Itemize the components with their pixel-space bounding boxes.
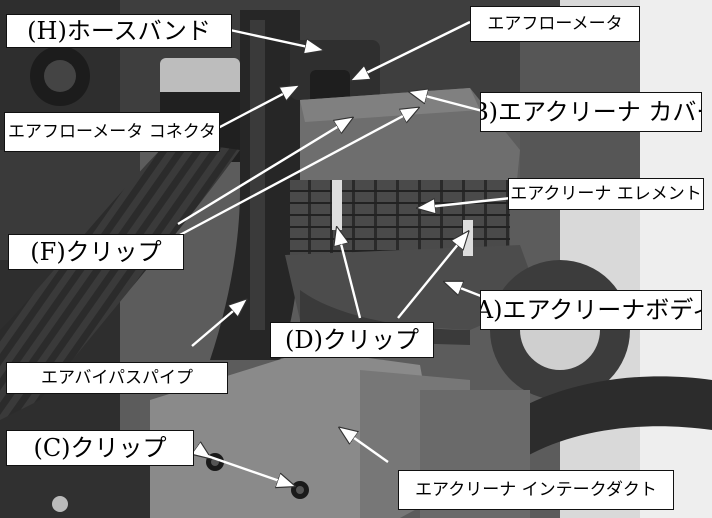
label-air-cleaner-element: エアクリーナ エレメント: [508, 178, 704, 210]
label-hose-band: (H)ホースバンド: [6, 14, 232, 48]
arrow-air-flow-meter-connector: [217, 86, 298, 130]
arrow-clip-f-2: [177, 108, 418, 238]
label-air-flow-meter: エアフローメータ: [470, 6, 640, 42]
label-air-bypass-pipe: エアバイパスパイプ: [6, 362, 228, 394]
label-clip-c: (C)クリップ: [6, 430, 194, 466]
arrow-clip-d-2: [397, 232, 468, 319]
arrow-air-flow-meter: [352, 20, 471, 80]
label-clip-f: (F)クリップ: [8, 234, 184, 270]
arrow-air-cleaner-intake-duct: [340, 428, 389, 463]
arrow-air-cleaner-body: [445, 282, 487, 300]
arrow-clip-d-1: [337, 228, 362, 319]
label-air-cleaner-intake-duct: エアクリーナ インテークダクト: [398, 470, 674, 510]
arrow-hose-band: [229, 28, 322, 50]
arrow-clip-f-1: [177, 118, 352, 226]
label-clip-d: (D)クリップ: [270, 322, 434, 358]
label-air-flow-meter-connector: エアフローメータ コネクタ: [4, 112, 220, 152]
label-air-cleaner-body: (A)エアクリーナボディ: [480, 290, 702, 330]
label-air-cleaner-cover: (B)エアクリーナ カバー: [480, 92, 702, 132]
arrow-clip-c-2: [195, 450, 294, 486]
arrow-air-bypass-pipe: [191, 300, 246, 347]
